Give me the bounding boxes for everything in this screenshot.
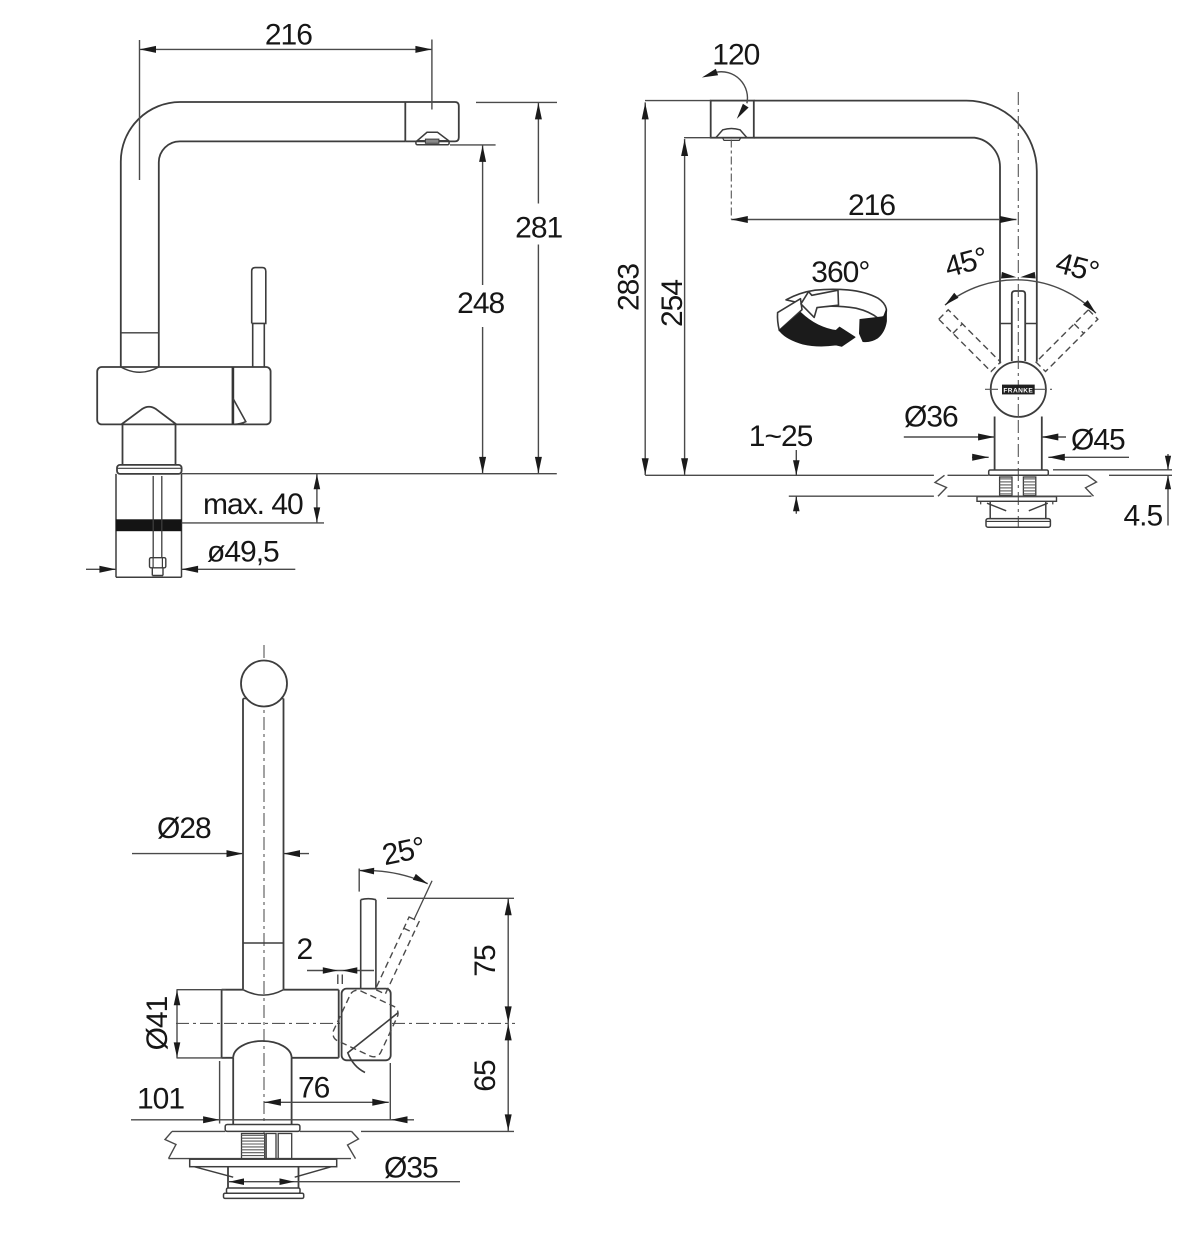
svg-text:Ø45: Ø45 xyxy=(1071,424,1125,457)
svg-text:FRANKE: FRANKE xyxy=(1003,387,1033,394)
svg-text:2: 2 xyxy=(297,933,313,966)
svg-text:248: 248 xyxy=(457,287,504,320)
svg-text:216: 216 xyxy=(848,189,895,222)
svg-text:4.5: 4.5 xyxy=(1124,500,1163,533)
svg-text:Ø35: Ø35 xyxy=(384,1152,438,1185)
svg-text:120: 120 xyxy=(712,39,759,72)
svg-text:Ø41: Ø41 xyxy=(141,996,174,1050)
svg-text:Ø36: Ø36 xyxy=(904,401,958,434)
svg-text:216: 216 xyxy=(265,19,312,52)
svg-text:max. 40: max. 40 xyxy=(203,488,303,521)
svg-text:283: 283 xyxy=(613,264,646,311)
svg-text:76: 76 xyxy=(298,1072,330,1105)
svg-text:254: 254 xyxy=(656,280,689,327)
svg-text:360°: 360° xyxy=(811,256,869,289)
svg-text:75: 75 xyxy=(469,945,502,977)
svg-text:ø49,5: ø49,5 xyxy=(207,536,279,569)
svg-text:281: 281 xyxy=(515,212,562,245)
svg-text:101: 101 xyxy=(137,1082,184,1115)
svg-text:Ø28: Ø28 xyxy=(157,812,211,845)
svg-text:1~25: 1~25 xyxy=(749,420,813,453)
svg-text:65: 65 xyxy=(469,1060,502,1092)
